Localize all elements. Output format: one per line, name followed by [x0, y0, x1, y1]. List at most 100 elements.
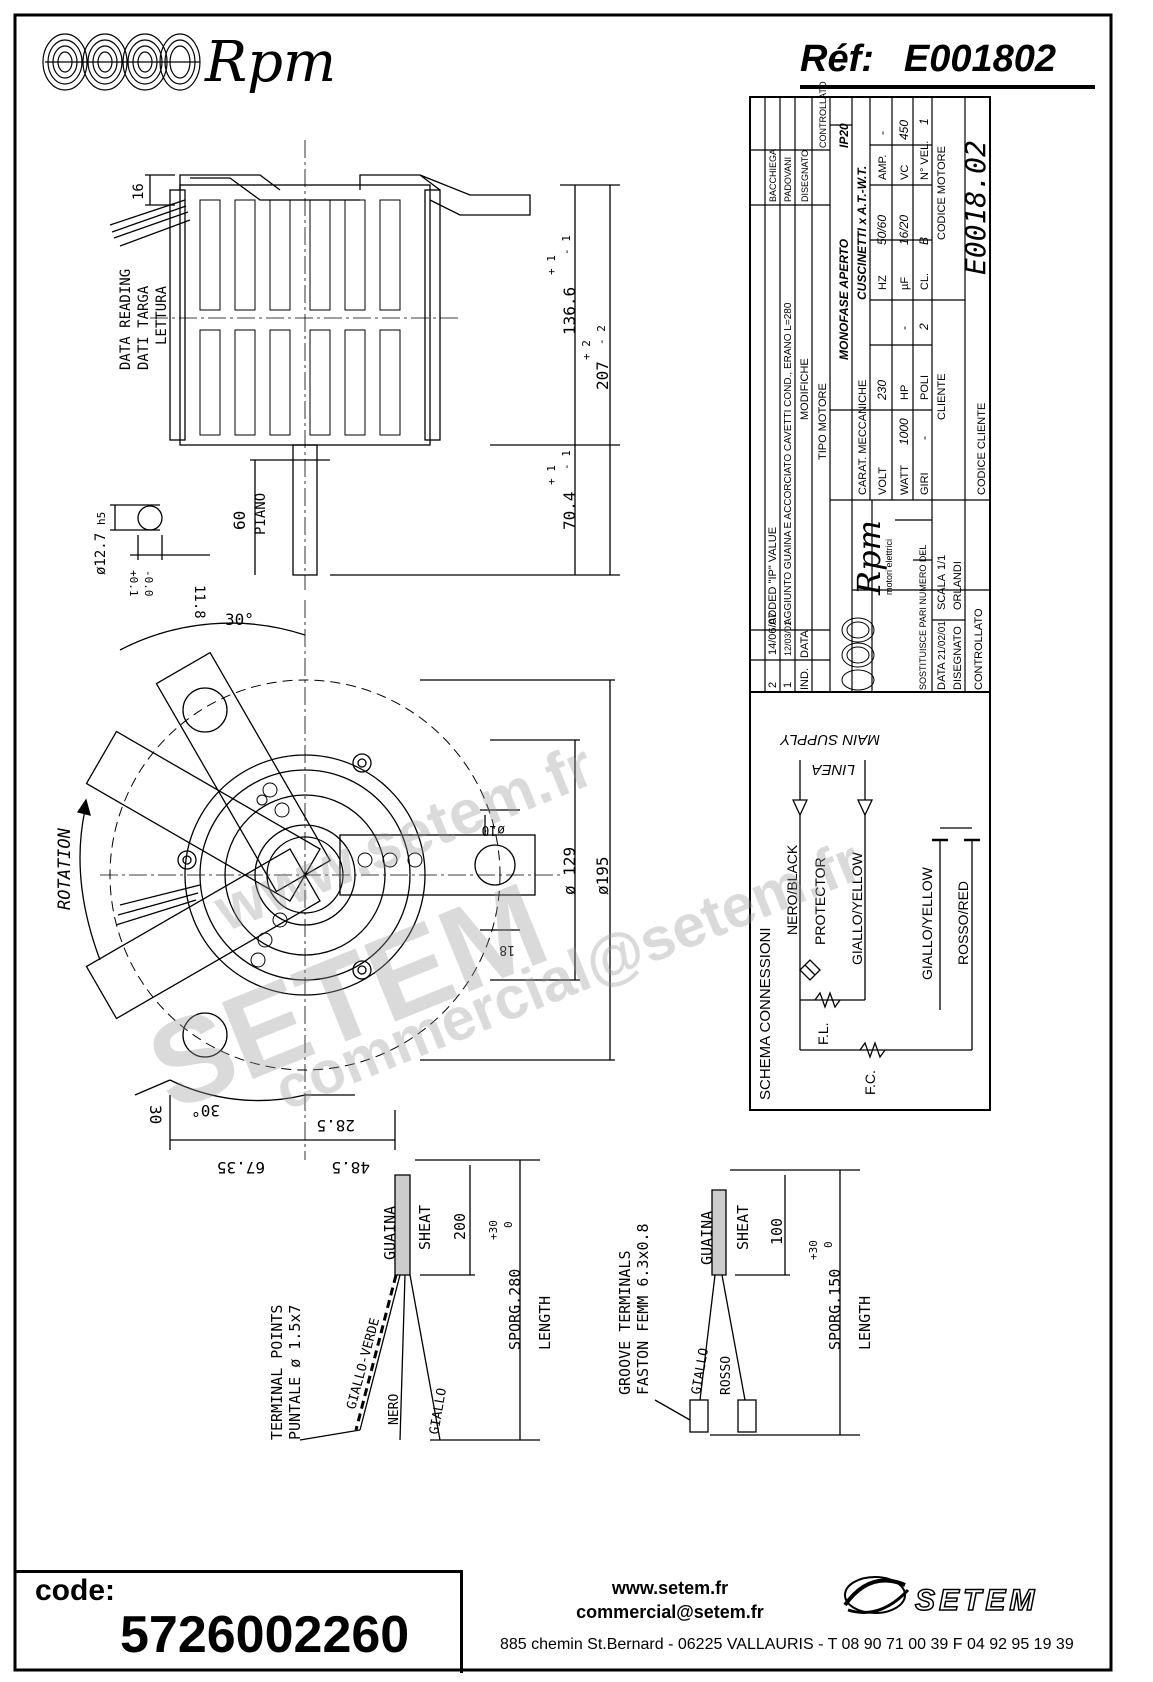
angle-top: 30° [225, 610, 254, 629]
tol-136-6-a: + 1 [545, 255, 558, 275]
schema-linea: LINEA [812, 761, 855, 778]
tb-data-value: 21/02/01 [937, 621, 948, 660]
connection-schema [749, 691, 991, 1111]
tol-70-4-a: + 1 [545, 465, 558, 485]
tb-brand-sub: motori elettrici [884, 539, 894, 595]
tb-vel-value: 1 [917, 118, 931, 125]
dim-18: 18 [499, 942, 515, 957]
dim-207: 207 [593, 361, 612, 390]
tb-scala-value: 1/1 [936, 555, 948, 570]
label-dati-targa: DATI TARGA [136, 285, 152, 370]
tb-hdr-checked: CONTROLLATO [818, 81, 828, 148]
cl-sheat: SHEAT [416, 1205, 434, 1250]
cl-wire-nero: NERO [387, 1394, 402, 1425]
cable-left [299, 1159, 540, 1441]
tb-controllato-label: CONTROLLATO [973, 608, 985, 690]
dim-shaft-fit: h5 [95, 512, 108, 525]
label-piano: PIANO [253, 493, 269, 535]
tb-poli-value: 2 [917, 323, 931, 331]
tb-ip: IP20 [837, 123, 851, 148]
ref-value: E001802 [903, 38, 1057, 80]
cl-guaina: GUAINA [381, 1206, 399, 1260]
tb-giri-value: - [917, 436, 931, 440]
tol-70-4-b: - 1 [560, 450, 573, 470]
title-block-logo-icon [841, 617, 875, 691]
tb-hdr-drawn: DISEGNATO [800, 150, 810, 202]
cr-100: 100 [768, 1218, 786, 1245]
tb-volt-value: 230 [875, 380, 889, 401]
tb-rev1-mod: AGGIUNTO GUAINA E ACCORCIATO CAVETTI CON… [783, 302, 794, 625]
reference-header: Réf: E001802 [800, 38, 1056, 81]
label-lettura: LETTURA [154, 285, 170, 345]
setem-brand: SETEM [914, 1583, 1039, 1618]
tb-cliente-label: CLIENTE [936, 374, 948, 420]
dia-195: ø195 [593, 856, 612, 895]
schema-main-supply: MAIN SUPPLY [780, 731, 880, 748]
tb-amp-label: AMP. [877, 155, 889, 180]
tb-poli-label: POLI [919, 375, 931, 400]
schema-title: SCHEMA CONNESSIONI [757, 927, 774, 1100]
code-label: code: [35, 1574, 116, 1607]
tb-rev2-date: 14/06/07 [767, 612, 779, 655]
dia-10: ø10 [482, 822, 505, 837]
tb-watt-label: WATT [899, 465, 911, 495]
tb-hp-label: HP [899, 385, 911, 400]
cr-terminal-2: FASTON FEMM 6.3x0.8 [634, 1223, 652, 1395]
tol-136-6-b: - 1 [560, 235, 573, 255]
tb-codice-cliente-label: CODICE CLIENTE [976, 403, 988, 495]
cl-sporg: SPORG.280 [506, 1269, 524, 1350]
cl-tol-b: 0 [502, 1221, 515, 1228]
tb-scala-label: SCALA [936, 573, 948, 610]
tb-vc-value: 450 [897, 120, 911, 140]
tb-rev2-ind: 2 [767, 682, 779, 688]
tb-rev-drawn-1: PADOVANI [783, 157, 793, 202]
dim-48-5: 48.5 [331, 1158, 370, 1177]
tb-mech-label: CARAT. MECCANICHE [857, 380, 869, 495]
tb-amp-value: - [875, 131, 889, 135]
cr-sheat: SHEAT [734, 1205, 752, 1250]
tb-vc-label: VC [899, 165, 911, 180]
tb-motor-type-label: TIPO MOTORE [817, 383, 829, 460]
cl-terminal-1: TERMINAL POINTS [268, 1305, 286, 1440]
brand-name: Rpm [205, 30, 337, 95]
dim-70-4: 70.4 [560, 491, 579, 530]
label-rotation: ROTATION [55, 827, 75, 910]
dim-28-5: 28.5 [316, 1116, 355, 1135]
schema-fc: F.C. [862, 1070, 878, 1095]
code-value: 5726002260 [120, 1606, 410, 1664]
setem-logo-icon [843, 1576, 910, 1614]
tb-cl-value: B [917, 237, 931, 245]
schema-labels: SCHEMA CONNESSIONI MAIN SUPPLY LINEA NER… [757, 731, 971, 1100]
tb-rev1-ind: 1 [782, 682, 794, 688]
tb-disegnato-value: ORLANDI [952, 561, 964, 610]
cr-guaina: GUAINA [698, 1211, 716, 1265]
tb-codice-motore-label: CODICE MOTORE [936, 146, 948, 240]
tb-brand: Rpm [850, 520, 888, 596]
dim-136-6: 136.6 [560, 287, 579, 335]
tb-hdr-ind: IND. [799, 668, 811, 690]
title-block-text: 2 14/06/07 ADDED "IP" VALUE 1 12/03/01 A… [767, 81, 992, 690]
tol-207-a: + 2 [580, 340, 593, 360]
website-link[interactable]: www.setem.fr [611, 1578, 729, 1598]
tb-rev1-date: 12/03/01 [783, 621, 793, 656]
ref-label: Réf: [800, 38, 874, 80]
side-view-labels: DATA READING DATI TARGA LETTURA 16 136.6… [93, 183, 612, 619]
schema-wire-giallo-2: GIALLO/YELLOW [919, 866, 935, 980]
code-box [15, 1570, 463, 1673]
cl-wire-giallo: GIALLO [427, 1387, 450, 1436]
tb-rev-drawn-0: BACCHIEGA [768, 149, 778, 202]
tb-hdr-mod: MODIFICHE [799, 358, 811, 420]
tb-watt-value: 1000 [897, 418, 911, 445]
tb-rev2-mod: ADDED "IP" VALUE [767, 527, 779, 625]
footer-address: 885 chemin St.Bernard - 06225 VALLAURIS … [500, 1636, 1074, 1653]
angle-bottom: 30° [191, 1101, 220, 1120]
schema-wire-giallo-1: GIALLO/YELLOW [849, 851, 865, 965]
tb-uf-value: 16/20 [897, 215, 911, 245]
email-link[interactable]: commercial@setem.fr [576, 1602, 764, 1622]
dim-60: 60 [230, 511, 249, 530]
tol-207-b: - 2 [595, 325, 608, 345]
label-data-reading: DATA READING [118, 269, 134, 370]
dim-shaft-dia: ø12.7 [93, 533, 109, 575]
schema-wire-nero: NERO/BLACK [784, 844, 800, 935]
